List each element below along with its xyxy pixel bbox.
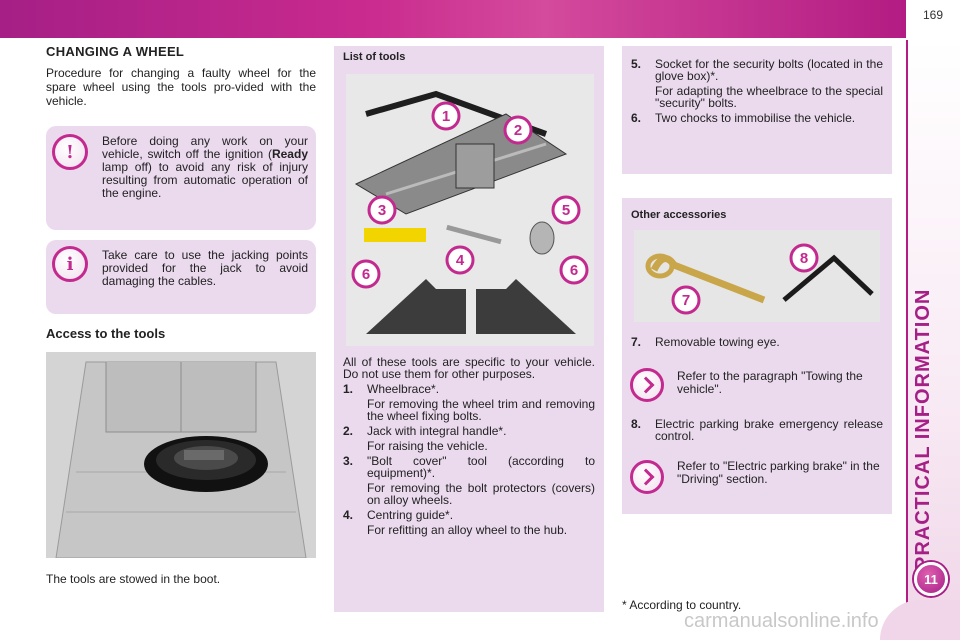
tools-title: List of tools xyxy=(343,51,406,63)
info-box: i Take care to use the jacking points pr… xyxy=(46,240,316,314)
list-item-desc: For adapting the wheelbrace to the speci… xyxy=(655,84,883,110)
intro-text: Procedure for changing a faulty wheel fo… xyxy=(46,66,316,108)
warning-box: ! Before doing any work on your vehicle,… xyxy=(46,126,316,230)
page-number: 169 xyxy=(922,8,944,22)
list-item-desc: For raising the vehicle. xyxy=(367,439,488,453)
tool-badge: 3 xyxy=(378,202,386,219)
tool-badge: 5 xyxy=(562,202,570,219)
boot-caption: The tools are stowed in the boot. xyxy=(46,572,221,586)
list-item-desc: For removing the bolt protectors (covers… xyxy=(367,481,595,507)
tools-illustration: 1 2 3 5 6 4 6 xyxy=(346,74,594,346)
chapter-strip xyxy=(906,40,960,640)
accessories-illustration: 8 7 xyxy=(634,230,880,322)
tool-badge: 4 xyxy=(456,252,465,269)
chevron-right-icon xyxy=(630,460,664,494)
list-item: 1.Wheelbrace*. xyxy=(343,382,440,396)
list-item: 5.Socket for the security bolts (located… xyxy=(631,57,883,83)
exclamation-icon: ! xyxy=(52,134,88,170)
accessory-7: 7.Removable towing eye. xyxy=(631,336,883,351)
tool-badge: 2 xyxy=(514,122,522,139)
page-number-tab xyxy=(906,0,960,38)
list-item: 6.Two chocks to immobilise the vehicle. xyxy=(631,111,856,125)
chevron-right-icon xyxy=(630,368,664,402)
chapter-number-badge: 11 xyxy=(914,562,948,596)
header-band xyxy=(0,0,906,38)
chapter-title: PRACTICAL INFORMATION xyxy=(912,288,934,570)
tools-list: All of these tools are specific to your … xyxy=(343,356,595,539)
footnote: * According to country. xyxy=(622,598,742,612)
boot-illustration xyxy=(46,352,316,558)
list-item: 3."Bolt cover" tool (according to equipm… xyxy=(343,454,595,480)
ref-parking-brake: Refer to "Electric parking brake" in the… xyxy=(677,459,880,486)
ref-towing: Refer to the paragraph "Towing the vehic… xyxy=(677,369,863,396)
warning-text-top: Before doing any work on your vehicle, s… xyxy=(102,135,308,200)
tools-continued-panel xyxy=(622,46,892,174)
accessories-title: Other accessories xyxy=(631,209,727,221)
list-item: 8.Electric parking brake emergency relea… xyxy=(631,417,883,443)
watermark: carmanualsonline.info xyxy=(684,610,879,632)
warning-bold: Ready xyxy=(271,147,308,161)
list-item-desc: For refitting an alloy wheel to the hub. xyxy=(367,523,568,537)
tool-badge: 6 xyxy=(362,266,370,283)
info-text: Take care to use the jacking points prov… xyxy=(102,248,308,288)
tools-list-continued: 5.Socket for the security bolts (located… xyxy=(631,58,883,127)
accessory-badge: 8 xyxy=(800,250,808,267)
tools-intro: All of these tools are specific to your … xyxy=(343,355,595,381)
tool-badge: 6 xyxy=(570,262,578,279)
access-tools-heading: Access to the tools xyxy=(46,326,166,341)
warning-pre: Before doing any work on your vehicle, s… xyxy=(102,134,308,161)
tool-badge: 1 xyxy=(442,108,450,125)
section-title: CHANGING A WHEEL xyxy=(46,44,185,59)
list-item: 2.Jack with integral handle*. xyxy=(343,424,507,438)
warning-post: lamp off) to avoid any risk of injury re… xyxy=(102,160,308,200)
info-icon: i xyxy=(52,246,88,282)
list-item: 4.Centring guide*. xyxy=(343,508,454,522)
accessory-badge: 7 xyxy=(682,292,690,309)
list-item: 7.Removable towing eye. xyxy=(631,335,780,349)
corner-decoration xyxy=(880,600,960,640)
list-item-desc: For removing the wheel trim and removing… xyxy=(367,397,595,423)
accessory-8: 8.Electric parking brake emergency relea… xyxy=(631,418,883,445)
